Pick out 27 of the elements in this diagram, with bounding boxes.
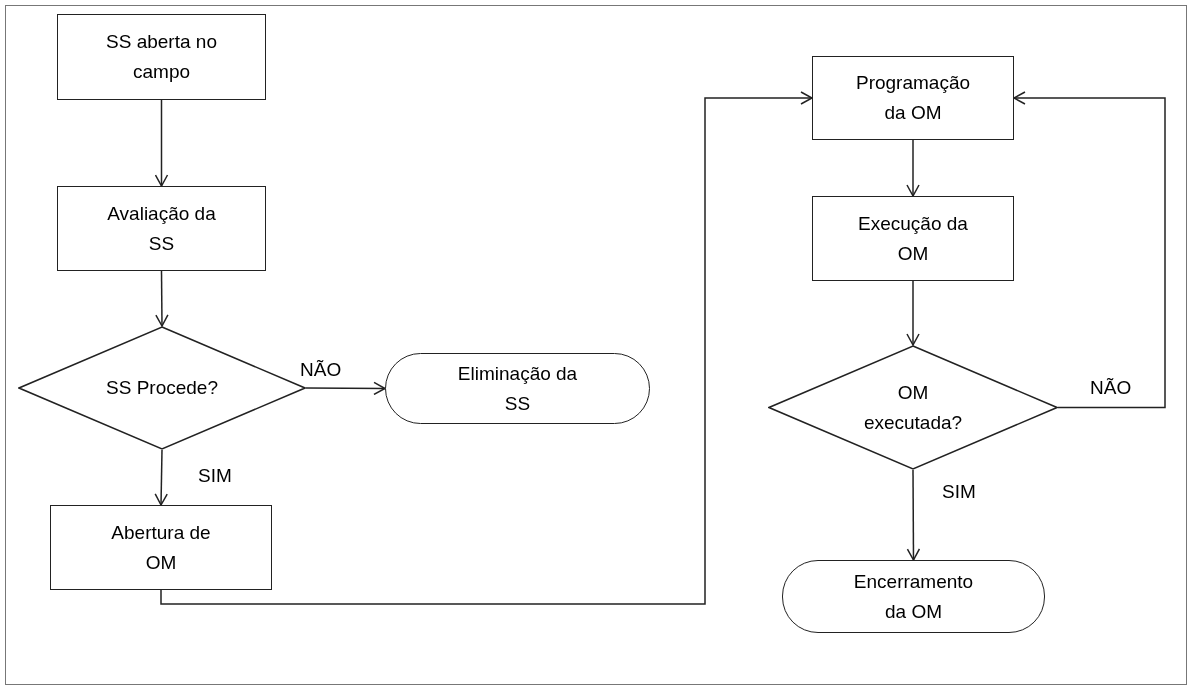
arrow: [155, 270, 169, 327]
arrow: [906, 280, 920, 346]
arrow: [906, 469, 921, 561]
node-text: Encerramento da OM: [852, 569, 975, 624]
node-text: Eliminação da SS: [456, 361, 579, 416]
edge-label: SIM: [940, 482, 978, 501]
arrow: [154, 99, 169, 187]
process-box: [812, 56, 1014, 140]
arrow: [1013, 91, 1166, 409]
node-text: Abertura de OM: [110, 520, 212, 575]
node-text: Avaliação da SS: [106, 201, 217, 256]
node-text: SS aberta no campo: [105, 30, 218, 84]
arrow: [160, 91, 813, 605]
process-box: [57, 14, 266, 100]
arrow: [906, 139, 920, 197]
node-text: Programação da OM: [854, 71, 972, 125]
process-box: [57, 186, 266, 271]
edge-label: SIM: [196, 466, 234, 485]
edge-label: NÃO: [1088, 378, 1134, 397]
process-box: [812, 196, 1014, 281]
arrow: [154, 449, 168, 506]
arrow: [305, 381, 386, 396]
node-text: OM executada?: [862, 380, 964, 435]
node-text: SS Procede?: [105, 376, 219, 400]
node-text: Execução da OM: [857, 211, 969, 266]
process-box: [50, 505, 272, 590]
edge-label: NÃO: [298, 360, 344, 379]
